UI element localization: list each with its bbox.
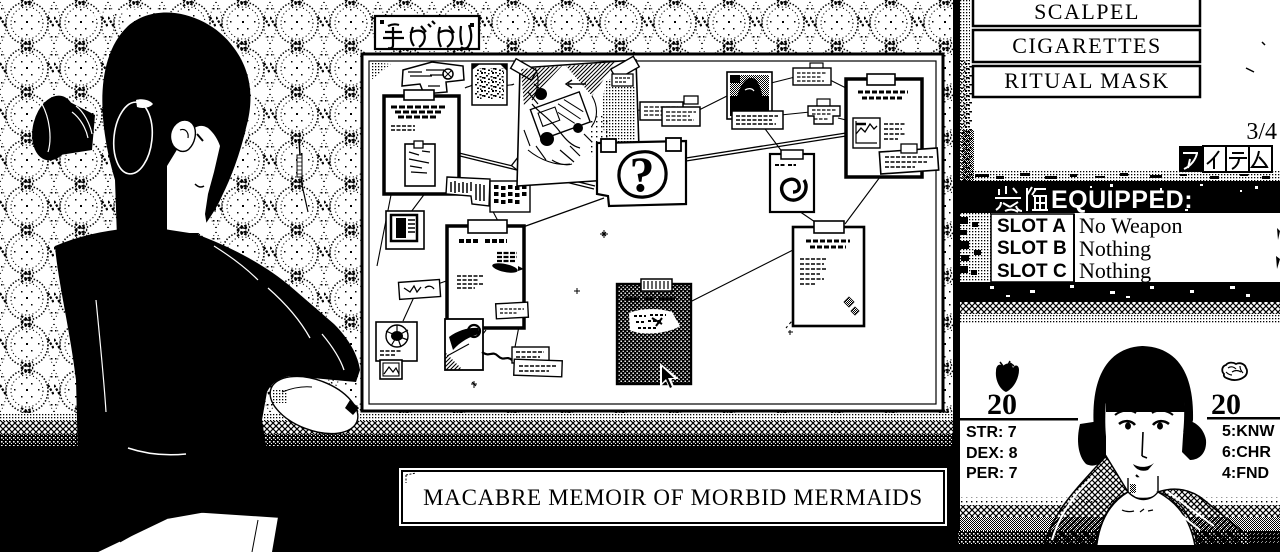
svg-text:20: 20 [987,388,1017,421]
svg-text:RITUAL MASK: RITUAL MASK [1004,68,1169,93]
svg-text:Nothing: Nothing [1079,258,1151,283]
svg-text:SLOT A: SLOT A [997,216,1066,237]
svg-text:Nothing: Nothing [1079,236,1151,261]
svg-text:3/4: 3/4 [1246,119,1277,145]
svg-text:?: ? [630,146,655,202]
svg-text:STR: 7: STR: 7 [966,424,1017,441]
svg-text:No Weapon: No Weapon [1079,213,1183,238]
svg-text:PER: 7: PER: 7 [966,465,1018,482]
svg-text:6:CHR: 6:CHR [1222,444,1271,461]
svg-text:4:FND: 4:FND [1222,465,1269,482]
svg-text:MACABRE MEMOIR OF MORBID MERMA: MACABRE MEMOIR OF MORBID MERMAIDS [423,485,923,510]
svg-text:20: 20 [1211,388,1241,421]
svg-text:SLOT C: SLOT C [997,261,1067,282]
svg-text:CIGARETTES: CIGARETTES [1012,33,1161,58]
svg-text:5:KNW: 5:KNW [1222,423,1275,440]
svg-text:DEX: 8: DEX: 8 [966,445,1018,462]
svg-text:SLOT B: SLOT B [997,238,1067,259]
svg-text:SCALPEL: SCALPEL [1034,0,1140,24]
svg-text:EQUIPPED:: EQUIPPED: [1051,186,1193,214]
